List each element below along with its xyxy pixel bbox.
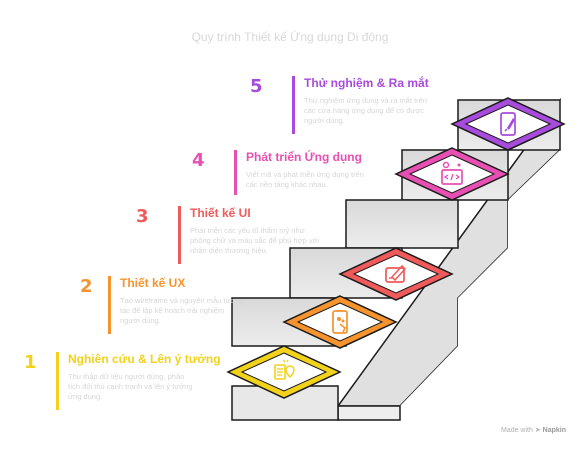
step-description: Viết mã và phát triển ứng dụng trên các … [246,170,364,189]
rocket-phone-icon [500,112,516,136]
design-edit-icon [385,264,407,283]
step-top-2 [282,295,398,349]
step-accent-bar [178,206,181,264]
step-accent-bar [292,76,295,134]
step-accent-bar [56,352,59,410]
made-with-label: Made with [500,427,533,434]
touch-phone-icon [332,310,348,334]
napkin-logo-icon: ➤ [534,427,541,434]
step-label: Thiết kế UX [120,276,186,290]
step-label: Phát triển Ứng dụng [246,150,362,164]
made-with-napkin: Made with ➤ Napkin [501,426,566,434]
step-number: 2 [80,276,93,297]
step-label: Nghiên cứu & Lên ý tưởng [68,352,221,366]
napkin-brand: Napkin [542,427,566,434]
step-description: Phát triển các yếu tố thẩm mỹ như phông … [190,226,320,255]
diagram-title: Quy trình Thiết kế Ứng dụng Di động [191,30,389,44]
step-number: 3 [136,206,149,227]
step-top-4 [394,147,510,201]
step-accent-bar [234,150,237,195]
step-top-3 [338,247,454,301]
step-description: Thử nghiệm ứng dụng và ra mắt trên các c… [304,96,428,125]
step-number: 4 [192,150,205,171]
step-top-5 [450,97,566,151]
step-description: Thu thập dữ liệu người dùng, phân tích đ… [68,372,193,401]
step-number: 5 [250,76,263,97]
code-settings-icon [441,161,463,185]
step-label: Thử nghiệm & Ra mắt [304,76,429,90]
step-description: Tạo wireframe và nguyên mẫu tương tác để… [120,296,244,325]
document-map-icon [274,359,295,380]
step-number: 1 [24,352,37,373]
step-label: Thiết kế UI [190,206,251,220]
step-accent-bar [108,276,111,334]
step-top-1 [226,345,342,399]
